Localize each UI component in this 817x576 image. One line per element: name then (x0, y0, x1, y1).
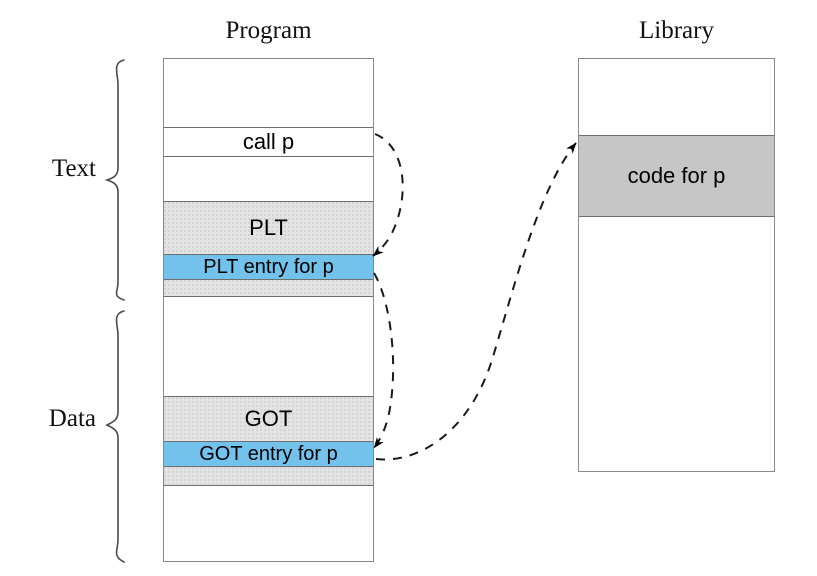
brace-text (104, 59, 125, 301)
band-code-for-p: code for p (579, 135, 774, 217)
arrow-call-to-plt-entry (372, 133, 404, 257)
library-title: Library (639, 17, 714, 44)
band-got-block-tail (164, 467, 373, 486)
band-got-block: GOT (164, 396, 373, 441)
segment-label-text: Text (51, 155, 96, 182)
band-text-gap (164, 157, 373, 201)
library-memory-box: code for p (578, 58, 775, 472)
band-program-bottom-empty (164, 486, 373, 560)
brace-data (105, 310, 125, 563)
program-memory-box: call p PLT PLT entry for p GOT GOT entry… (163, 58, 374, 562)
band-library-top-empty (579, 59, 774, 135)
program-title: Program (225, 17, 312, 44)
band-plt-entry-for-p: PLT entry for p (164, 254, 373, 280)
band-plt-block-tail (164, 280, 373, 297)
segment-label-data: Data (48, 405, 96, 432)
band-data-gap (164, 297, 373, 396)
band-program-top-empty (164, 59, 373, 127)
band-plt-block: PLT (164, 201, 373, 254)
band-got-entry-for-p: GOT entry for p (164, 441, 373, 467)
band-library-bottom-empty (579, 217, 774, 470)
arrow-plt-to-got-entry (373, 272, 395, 449)
band-call-site: call p (164, 127, 373, 157)
arrow-got-to-library-code (375, 142, 577, 461)
